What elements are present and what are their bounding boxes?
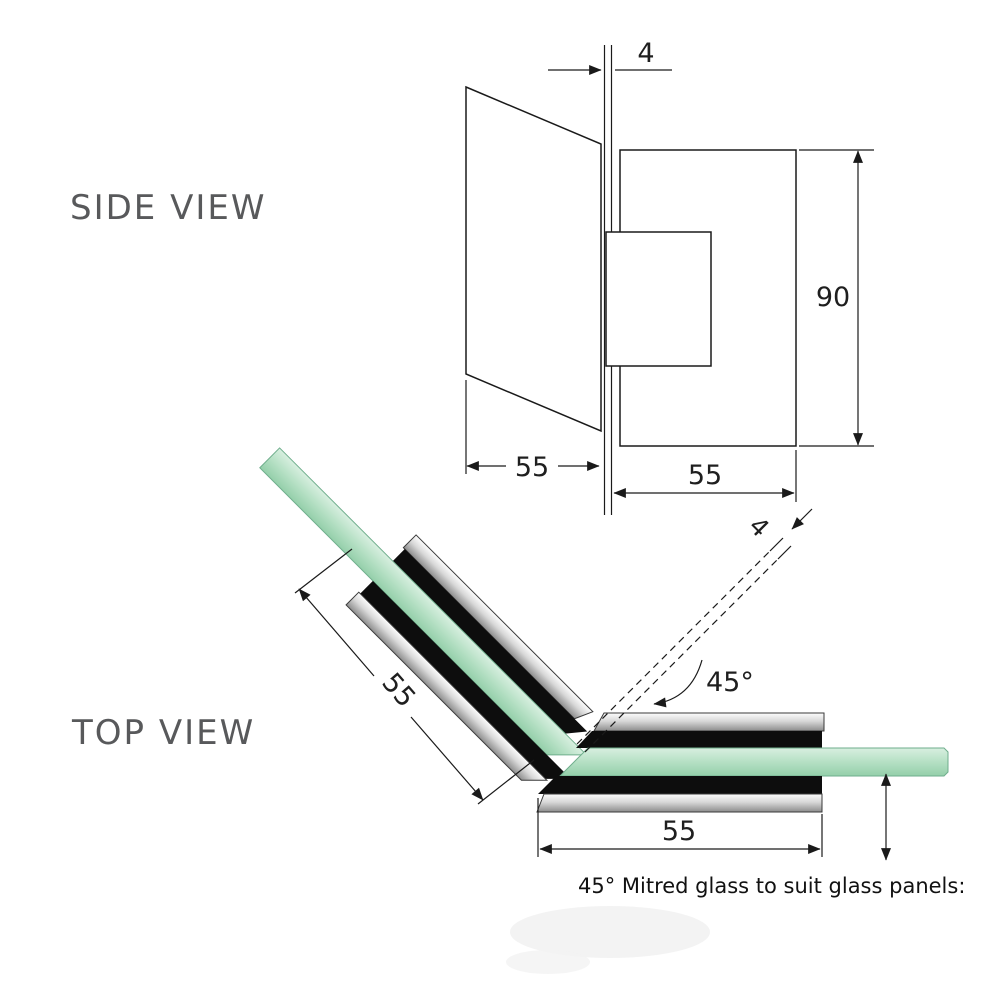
glass-panel — [259, 447, 588, 756]
dim-label-right-width: 55 — [662, 816, 696, 847]
dim-label-gap: 4 — [637, 38, 654, 69]
dim-glass-panel-width: 55 — [465, 380, 600, 483]
left-panel-assembly — [259, 447, 594, 781]
side-view-label: SIDE VIEW — [70, 188, 266, 228]
dim-label-plate-width: 55 — [688, 460, 722, 491]
dim-hinge-plate-width: 55 — [613, 450, 797, 502]
top-view-label: TOP VIEW — [71, 713, 255, 753]
glass-panel — [558, 747, 949, 777]
top-view: TOP VIEW 4 45° — [71, 447, 965, 898]
extension-line — [294, 548, 353, 594]
side-glass-panel — [465, 85, 602, 433]
dim-label-height: 90 — [816, 282, 850, 313]
dim-label-mitre-gap: 4 — [743, 511, 775, 543]
dim-right-plate-width: 55 — [537, 798, 823, 857]
hinge-plate-outer — [593, 712, 825, 732]
hinge-plate-outer — [345, 591, 549, 781]
extension-line — [477, 759, 535, 805]
angle-arc-arrow — [653, 659, 703, 708]
gap-tick — [769, 537, 784, 552]
dim-label-angle: 45° — [706, 667, 754, 698]
gasket — [538, 776, 822, 794]
side-view: SIDE VIEW 4 90 55 — [70, 38, 874, 515]
dim-label-glass-width: 55 — [515, 452, 549, 483]
dim-glass-gap: 4 — [548, 38, 672, 75]
dim-hinge-height: 90 — [799, 149, 874, 447]
gap-arrow — [791, 508, 813, 530]
dimension-line — [410, 716, 484, 801]
dimension-line — [298, 588, 375, 677]
watermark — [510, 906, 710, 958]
gasket — [392, 549, 588, 734]
watermark-small — [506, 950, 590, 974]
hinge-plate-outer — [536, 793, 823, 813]
right-panel-assembly — [536, 712, 949, 813]
gasket — [360, 580, 571, 779]
mitre-dashed-line — [576, 550, 771, 745]
gap-tick — [777, 545, 792, 560]
side-hinge-knuckle — [605, 231, 712, 367]
gasket — [576, 731, 822, 748]
angle-annotation: 45° — [653, 659, 754, 708]
dim-label-left-width: 55 — [375, 667, 421, 713]
caption: 45° Mitred glass to suit glass panels: — [578, 874, 965, 898]
mitre-dashed-line — [584, 558, 779, 753]
